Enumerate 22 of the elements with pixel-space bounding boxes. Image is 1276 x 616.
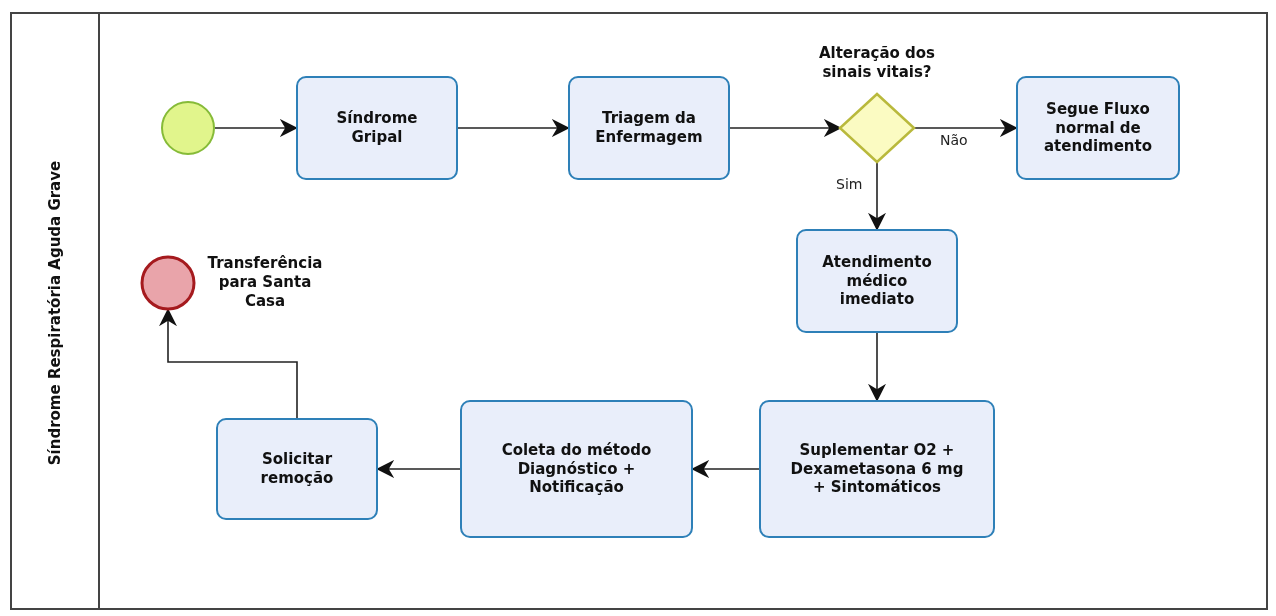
arrow (159, 308, 298, 419)
process-box: Coleta do método Diagnóstico + Notificação (460, 400, 693, 538)
arrow (457, 119, 570, 137)
arrow (868, 332, 886, 402)
event-label: Transferência para Santa Casa (206, 254, 324, 311)
process-box: Síndrome Gripal (296, 76, 458, 180)
decision-label: Alteração dos sinais vitais? (817, 44, 937, 82)
pool-lane (10, 12, 1268, 610)
lane-label: Síndrome Respiratória Aguda Grave (45, 160, 65, 466)
process-box: Atendimento médico imediato (796, 229, 958, 333)
process-box: Solicitar remoção (216, 418, 378, 520)
arrow (214, 119, 298, 137)
arrow (691, 460, 760, 478)
edge-label: Sim (834, 176, 865, 192)
edge-label: Não (938, 132, 970, 148)
process-box: Triagem da Enfermagem (568, 76, 730, 180)
arrow (729, 119, 842, 137)
process-box: Segue Fluxo normal de atendimento (1016, 76, 1180, 180)
process-box: Suplementar O2 + Dexametasona 6 mg + Sintomáticos (759, 400, 995, 538)
arrow (376, 460, 461, 478)
arrow (868, 161, 886, 231)
arrow (913, 119, 1018, 137)
